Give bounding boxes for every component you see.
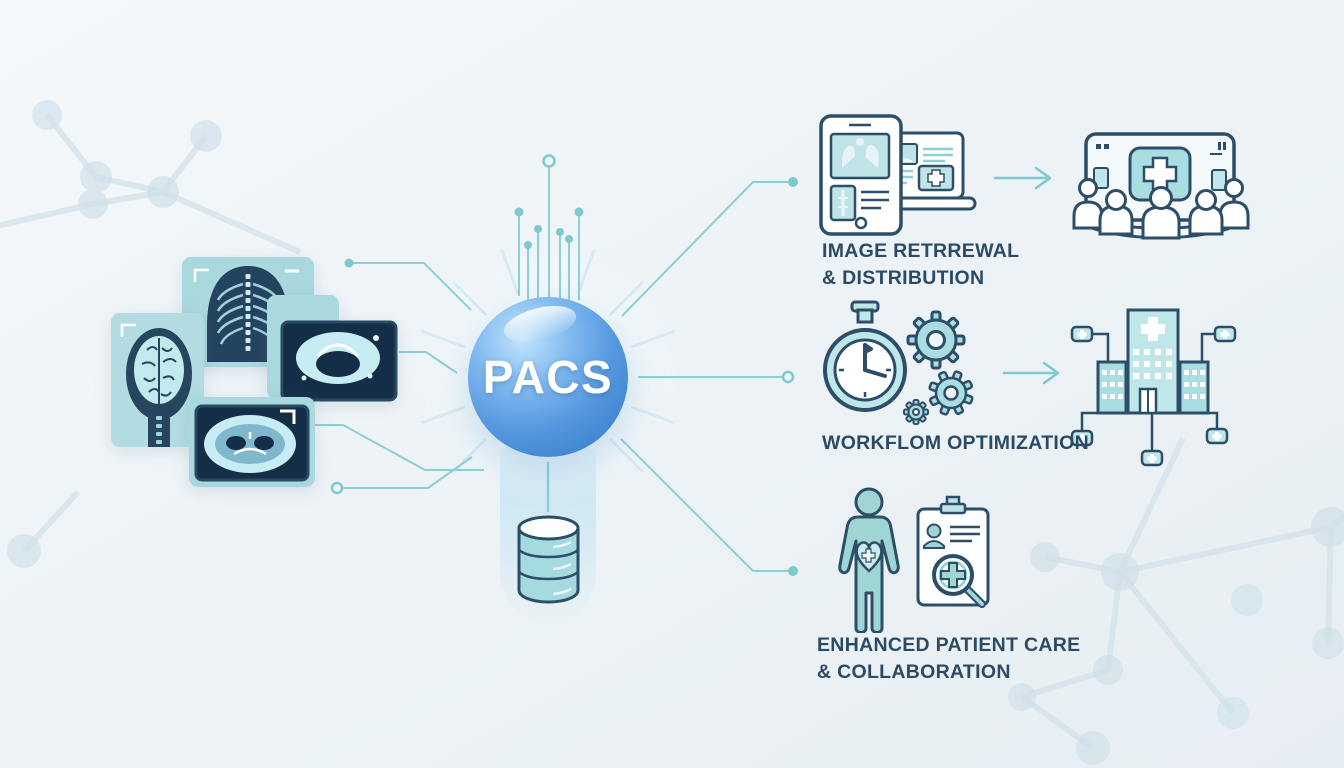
arrow-right-icon [993,166,1052,190]
branch-lines [620,181,790,572]
audience-people [1072,178,1250,240]
frame-corner-bracket [280,409,296,424]
hospital-network-icon [1070,308,1237,467]
branch-open-dot [781,370,795,384]
tablet-laptop-icon [819,114,977,236]
label-line: ENHANCED PATIENT CARE [817,634,1081,656]
trace-open-dot [330,481,344,495]
scan-traces [312,262,484,489]
magnifier-cross-icon [932,554,986,608]
stopwatch-gears-icon [823,300,974,425]
label-line: & COLLABORATION [817,661,1011,683]
branch-dot-1 [788,177,798,187]
network-node-crosses [1070,325,1237,467]
pelvis-ct-thumbnail [267,295,398,402]
antenna-dots [514,207,584,249]
frame-corner-bracket [193,268,209,282]
frame-corner-bracket [120,323,136,337]
arrow-right-icon [1002,361,1060,385]
branch-label-patient-care: ENHANCED PATIENT CARE & COLLABORATION [817,632,1080,686]
gear-small [903,399,929,425]
pacs-sphere: PACS [468,297,628,457]
brain-mri-thumbnail [111,313,204,447]
label-line: IMAGE RETRREWAL [822,240,1020,262]
branch-label-image-retrieval: IMAGE RETRREWAL & DISTRIBUTION [822,238,1019,292]
axial-ct-thumbnail [189,397,315,487]
medical-chart-icon [916,495,990,608]
gear-medium [928,370,974,416]
conference-screen-icon [1072,132,1250,240]
label-line: & DISTRIBUTION [822,267,985,289]
gear-large [906,310,966,370]
antenna-open-dot [542,154,556,168]
pacs-label: PACS [482,351,614,403]
branch-dot-3 [788,566,798,576]
patient-heart-chart-icon [838,487,990,633]
database-icon [517,515,580,604]
label-line: WORKFLOM OPTIMIZATION [822,432,1089,454]
branch-label-workflow: WORKFLOM OPTIMIZATION [822,430,1089,457]
antenna-traces [518,167,580,306]
medical-cross-icon [1141,317,1165,341]
trace-dot [344,258,354,268]
sphere-rays [420,249,676,474]
